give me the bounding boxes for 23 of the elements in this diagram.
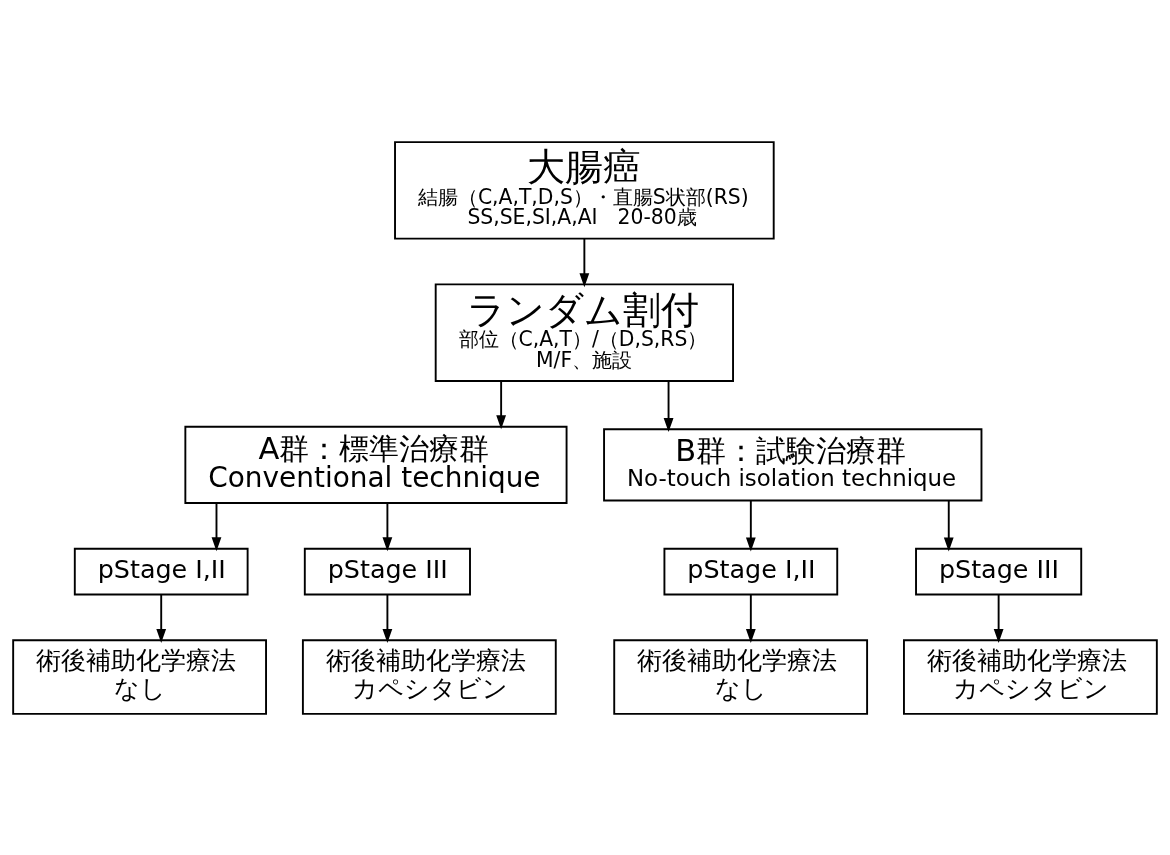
node-box: 術後補助化学療法 カペシタビン xyxy=(903,638,1158,715)
arrow xyxy=(579,237,590,287)
node-box: A群：標準治療群 Conventional technique xyxy=(184,425,568,504)
node-box: ランダム割付 部位（C,A,T）/（D,S,RS） M/F、施設 xyxy=(434,282,734,382)
arrow xyxy=(663,379,674,432)
arrow xyxy=(496,379,507,429)
arrow xyxy=(382,593,393,643)
arrow xyxy=(211,501,222,551)
node-box: B群：試験治療群 No-touch isolation technique xyxy=(603,427,983,501)
node-box: pStage III xyxy=(303,547,471,595)
arrow xyxy=(745,593,756,643)
node-box: 術後補助化学療法 カペシタビン xyxy=(301,638,557,715)
arrow xyxy=(156,593,167,643)
arrow xyxy=(993,593,1004,643)
arrow xyxy=(943,499,954,551)
node-box: pStage I,II xyxy=(73,547,249,595)
node-box: pStage I,II xyxy=(663,547,839,595)
node-box: 大腸癌 結腸（C,A,T,D,S）・直腸S状部(RS) SS,SE,SI,A,AI 20-80歳 xyxy=(394,140,775,240)
node-box: 術後補助化学療法 なし xyxy=(613,638,869,715)
arrow xyxy=(382,501,393,551)
node-box: pStage III xyxy=(915,547,1083,595)
arrow xyxy=(745,499,756,551)
node-box: 術後補助化学療法 なし xyxy=(12,638,267,715)
